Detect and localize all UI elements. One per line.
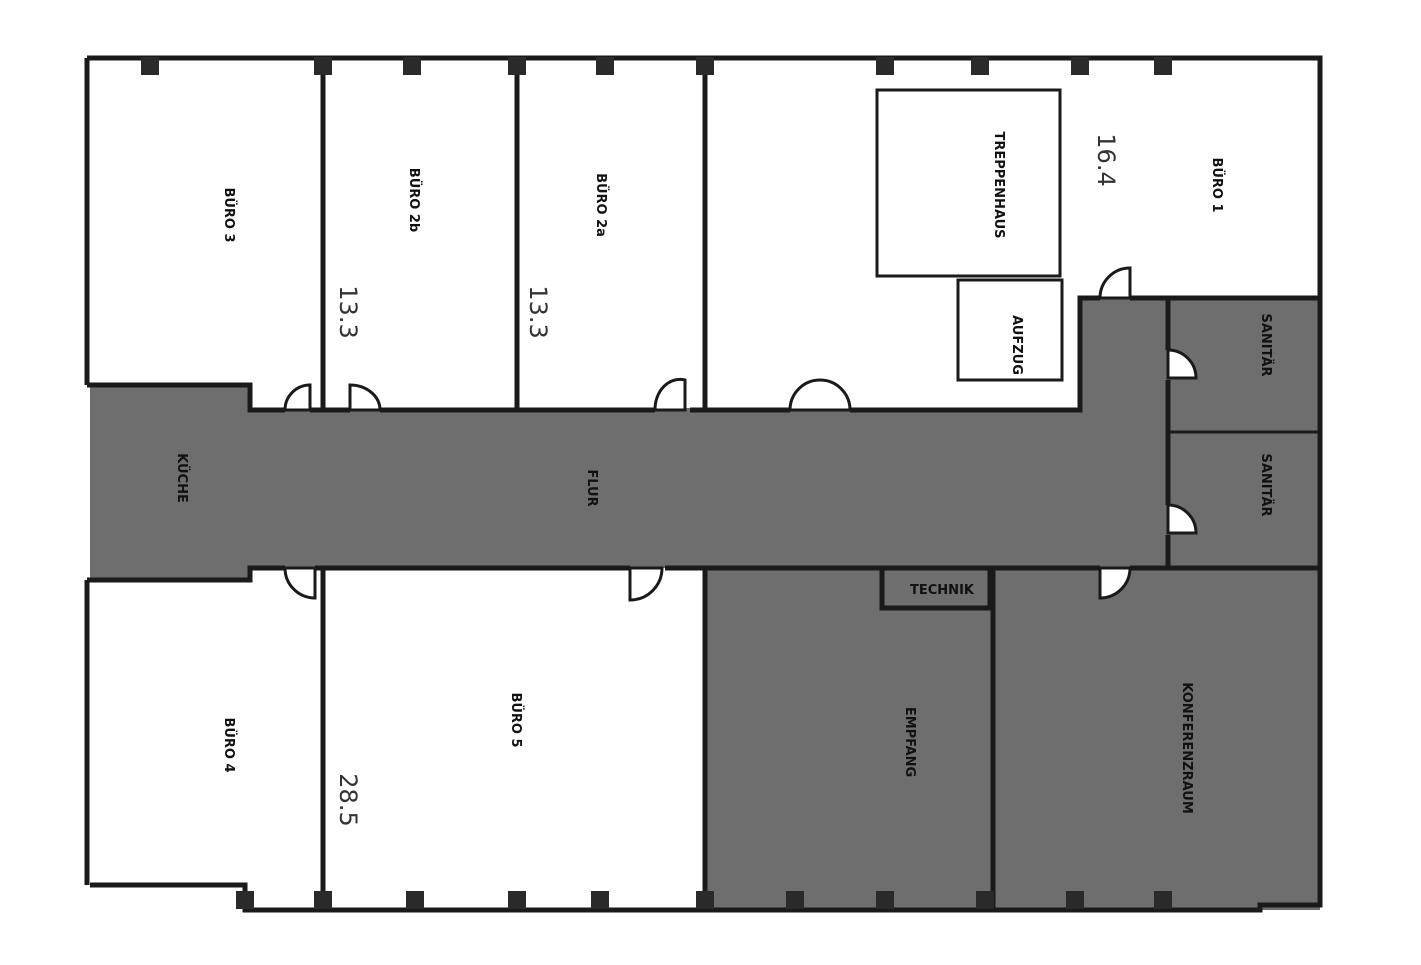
room-label-empfang: EMPFANG [902,707,917,777]
door-icon [1166,348,1198,380]
window-marker-icon [508,57,526,75]
window-marker-icon [976,891,994,909]
annotation-buero2a-area: 13.3 [524,285,552,338]
kitchen-area [90,385,252,580]
technik-box [879,565,993,611]
window-marker-icon [1154,57,1172,75]
window-marker-icon [314,891,332,909]
door-icon [653,377,687,412]
shared-areas [90,298,1320,910]
window-marker-icon [696,57,714,75]
interior-walls [87,58,1320,910]
reception-conference-area [705,565,1320,910]
window-marker-icon [1071,57,1089,75]
window-marker-icon [403,57,421,75]
window-marker-icon [236,891,254,909]
room-label-buero1: BÜRO 1 [1209,157,1225,212]
room-label-buero2b: BÜRO 2b [406,168,422,232]
room-labels: BÜRO 3 BÜRO 2b BÜRO 2a TREPPENHAUS AUFZU… [174,131,1274,813]
room-label-sanitaer-1: SANITÄR [1258,313,1274,376]
room-label-buero2a: BÜRO 2a [593,173,609,237]
door-icon [1098,566,1132,600]
window-marker-icon [1066,891,1084,909]
area-annotations: 16.4 13.3 13.3 28.5 [334,133,1120,826]
window-markers [141,57,1172,909]
window-marker-icon [696,891,714,909]
window-marker-icon [1154,891,1172,909]
door-icon [283,566,317,600]
doors [283,266,1198,602]
room-label-aufzug: AUFZUG [1009,315,1024,375]
room-label-flur: FLUR [584,469,599,506]
room-label-buero3: BÜRO 3 [221,187,237,242]
window-marker-icon [596,57,614,75]
room-label-konferenzraum: KONFERENZRAUM [1179,682,1194,814]
annotation-buero2b-area: 13.3 [334,285,362,338]
door-icon [1098,266,1132,300]
corridor-area [250,408,1170,568]
window-marker-icon [786,891,804,909]
room-label-buero5: BÜRO 5 [508,692,524,747]
window-marker-icon [591,891,609,909]
room-label-buero4: BÜRO 4 [221,717,237,772]
window-marker-icon [876,57,894,75]
door-icon [628,566,664,602]
annotation-buero5-area: 28.5 [334,773,362,826]
window-marker-icon [876,891,894,909]
door-icon [283,383,312,412]
stairwell-box [875,88,1062,278]
window-marker-icon [406,891,424,909]
door-icon [348,383,382,412]
door-icon [788,378,852,412]
room-label-kueche: KÜCHE [174,453,190,503]
elevator-box [956,278,1064,382]
room-label-technik: TECHNIK [910,583,975,598]
window-marker-icon [141,57,159,75]
window-marker-icon [508,891,526,909]
door-icon [1166,503,1198,535]
annotation-buero1-area: 16.4 [1092,133,1120,186]
window-marker-icon [314,57,332,75]
room-label-sanitaer-2: SANITÄR [1258,453,1274,516]
room-label-treppenhaus: TREPPENHAUS [991,131,1006,238]
outer-wall [84,55,1323,913]
window-marker-icon [971,57,989,75]
